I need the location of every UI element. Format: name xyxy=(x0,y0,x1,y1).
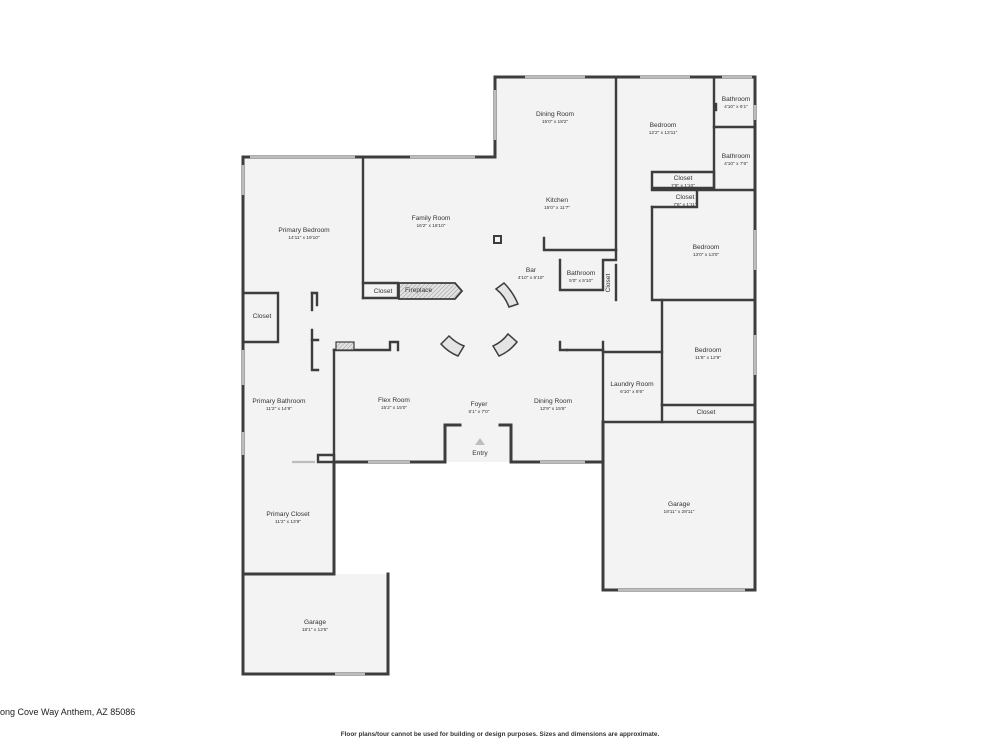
room-label-primary-closet: Primary Closet xyxy=(266,511,309,518)
room-label-kitchen: Kitchen xyxy=(546,197,568,204)
room-dims-bedroom-ne: 12'2" x 13'11" xyxy=(649,130,678,136)
room-label-closet-se: Closet xyxy=(697,409,716,416)
room-label-garage-south: Garage xyxy=(304,619,326,626)
room-dims-primary-bathroom: 11'2" x 14'9" xyxy=(266,406,292,412)
room-dims-dining-room-south: 12'9" x 15'6" xyxy=(540,406,567,412)
arch-column-1 xyxy=(494,282,520,308)
room-label-closet-ne-1: Closet xyxy=(674,175,693,182)
room-dims-primary-bedroom: 14'11" x 19'10" xyxy=(288,235,320,241)
interior-walls xyxy=(241,75,757,464)
room-dims-foyer: 5'1" x 7'0" xyxy=(469,409,490,415)
windows xyxy=(241,75,757,676)
room-label-bedroom-east: Bedroom xyxy=(693,244,720,251)
room-dims-bathroom-mid: 5'0" x 5'10" xyxy=(569,278,593,284)
room-dims-bedroom-se: 11'8" x 12'9" xyxy=(695,355,721,361)
floor-area xyxy=(243,77,755,674)
room-dims-garage-south: 18'1" x 12'5" xyxy=(302,627,329,633)
room-label-foyer: Foyer xyxy=(471,401,489,408)
room-label-primary-bathroom: Primary Bathroom xyxy=(252,398,306,405)
room-label-dining-room-south: Dining Room xyxy=(534,398,573,405)
room-dims-bathroom-ne-2: 4'10" x 7'6" xyxy=(724,161,748,167)
disclaimer: Floor plans/tour cannot be used for buil… xyxy=(340,731,660,738)
room-label-closet-ne-2: Closet xyxy=(676,194,695,201)
entry-arrow-icon xyxy=(475,438,485,445)
vanity-block xyxy=(335,341,355,351)
room-label-primary-bedroom: Primary Bedroom xyxy=(278,227,330,234)
room-dims-closet-ne-2: 7'6" x 1'11" xyxy=(673,202,697,208)
room-dims-bathroom-ne-1: 4'10" x 6'1" xyxy=(724,104,748,110)
room-dims-family-room: 16'2" x 16'10" xyxy=(417,223,446,229)
room-label-closet-west: Closet xyxy=(253,313,272,320)
fixtures xyxy=(335,235,520,445)
room-dims-dining-room-north: 15'0" x 18'2" xyxy=(542,119,569,125)
room-dims-bedroom-east: 13'0" x 13'0" xyxy=(693,252,720,258)
room-dims-closet-ne-1: 7'9" x 1'10" xyxy=(671,183,695,189)
room-label-closet-mid: Closet xyxy=(374,288,393,295)
room-label-laundry-room: Laundry Room xyxy=(610,381,654,388)
room-label-garage-east: Garage xyxy=(668,501,690,508)
address: ong Cove Way Anthem, AZ 85086 xyxy=(0,707,136,717)
fireplace-label: Fireplace xyxy=(405,287,432,294)
room-dims-kitchen: 15'0" x 11'7" xyxy=(544,205,570,211)
room-label-bedroom-ne: Bedroom xyxy=(650,122,677,129)
entry-label: Entry xyxy=(472,450,488,457)
room-dims-bar: 4'10" x 6'10" xyxy=(518,275,545,281)
room-label-bathroom-mid: Bathroom xyxy=(567,270,596,277)
room-label-bar: Bar xyxy=(526,267,537,274)
room-dims-laundry-room: 6'10" x 8'6" xyxy=(620,389,644,395)
closet-vertical-label: Closet xyxy=(605,273,612,292)
room-label-bedroom-se: Bedroom xyxy=(695,347,722,354)
room-label-dining-room-north: Dining Room xyxy=(536,111,575,118)
room-dims-primary-closet: 11'2" x 13'9" xyxy=(275,519,301,525)
room-label-flex-room: Flex Room xyxy=(378,397,410,404)
room-label-family-room: Family Room xyxy=(412,215,451,222)
fireplace-hearth xyxy=(398,282,464,300)
room-label-bathroom-ne-2: Bathroom xyxy=(722,153,751,160)
arch-column-3 xyxy=(491,332,519,357)
room-dims-garage-east: 18'11" x 28'11" xyxy=(664,509,695,515)
column-block xyxy=(493,235,502,244)
arch-column-2 xyxy=(439,334,466,357)
room-dims-flex-room: 15'2" x 15'0" xyxy=(381,405,408,411)
room-label-bathroom-ne-1: Bathroom xyxy=(722,96,751,103)
